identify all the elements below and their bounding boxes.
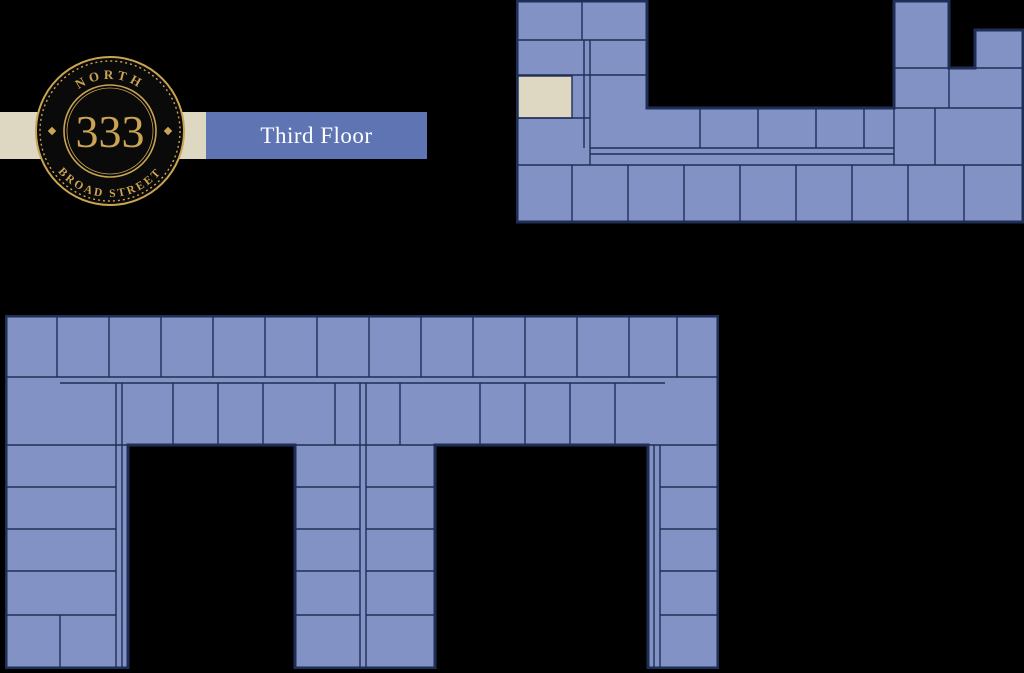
seal-beaded-ring: [39, 60, 181, 202]
upper-plan-unit-dividers: [517, 1, 1023, 222]
lower-plan-unit-dividers: [6, 316, 718, 668]
seal-inner-ring: [63, 84, 157, 178]
lower-plan-outline: [5, 315, 719, 669]
upper-floorplan[interactable]: [516, 0, 1024, 224]
lower-floorplan[interactable]: [5, 315, 719, 669]
seal-outer-ring: [35, 56, 185, 206]
upper-plan-corridor-lines: [583, 40, 894, 155]
seal-number: 333: [76, 106, 145, 157]
floor-banner-label: Third Floor: [260, 122, 373, 148]
seal-right-diamond-icon: [163, 126, 173, 136]
logo-seal: NORTH BROAD STREET 333: [35, 56, 185, 206]
lower-plan-corridor-lines: [60, 382, 665, 668]
floor-banner: Third Floor: [206, 112, 427, 159]
seal-inner-ring-2: [66, 87, 154, 175]
highlighted-unit[interactable]: [517, 75, 573, 119]
upper-plan-outline: [516, 0, 1024, 224]
